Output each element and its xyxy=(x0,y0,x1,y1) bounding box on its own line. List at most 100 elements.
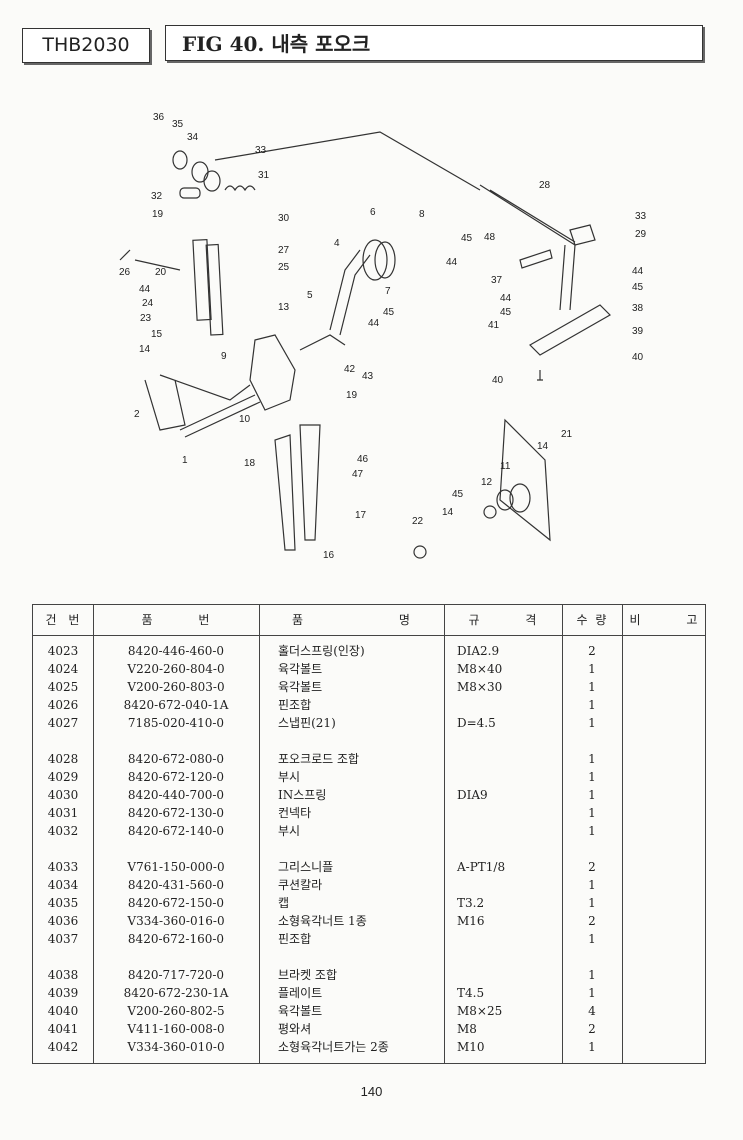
header-remarks: 비 고 xyxy=(629,613,699,627)
cell-spec: M8×40 xyxy=(457,662,503,676)
callout-number: 15 xyxy=(151,329,163,340)
cell-qty: 1 xyxy=(588,896,596,910)
callout-number: 9 xyxy=(221,351,227,362)
callout-number: 45 xyxy=(632,282,644,293)
cell-item-no: 4023 xyxy=(47,644,79,658)
cell-item-no: 4039 xyxy=(47,986,79,1000)
cell-spec: DIA2.9 xyxy=(457,644,500,658)
callout-number: 18 xyxy=(244,458,256,469)
cell-item-no: 4036 xyxy=(47,914,79,928)
callout-number: 44 xyxy=(368,318,380,329)
cell-part-no: 8420-672-230-1A xyxy=(123,986,229,1000)
cell-qty: 2 xyxy=(588,860,596,874)
cell-spec: T3.2 xyxy=(457,896,485,910)
callout-number: 35 xyxy=(172,119,184,130)
callout-number: 19 xyxy=(346,390,358,401)
callout-number: 8 xyxy=(419,209,425,220)
cell-qty: 1 xyxy=(588,806,596,820)
callout-number: 27 xyxy=(278,245,290,256)
cell-item-no: 4028 xyxy=(47,752,79,766)
cell-item-no: 4024 xyxy=(47,662,79,676)
cell-part-no: V334-360-010-0 xyxy=(127,1040,225,1054)
callout-number: 32 xyxy=(151,191,163,202)
cell-spec: D=4.5 xyxy=(457,716,496,730)
cell-part-no: 8420-672-040-1A xyxy=(123,698,229,712)
callout-number: 17 xyxy=(355,510,367,521)
cell-part-name: 부시 xyxy=(278,824,301,838)
callout-number: 34 xyxy=(187,132,199,143)
cell-part-name: 그리스니플 xyxy=(278,860,334,874)
cell-item-no: 4030 xyxy=(47,788,79,802)
callout-number: 33 xyxy=(635,211,647,222)
callout-number: 45 xyxy=(383,307,395,318)
cell-item-no: 4040 xyxy=(47,1004,79,1018)
callout-number: 4 xyxy=(334,238,340,249)
cell-part-name: 평와셔 xyxy=(278,1022,312,1036)
cell-qty: 1 xyxy=(588,788,596,802)
cell-part-name: 소형육각너트 1종 xyxy=(278,914,367,928)
cell-spec xyxy=(457,930,562,948)
cell-part-no: 8420-672-120-0 xyxy=(127,770,225,784)
figure-title: FIG 40. 내측 포오크 xyxy=(165,25,703,61)
cell-item-no: 4041 xyxy=(47,1022,79,1036)
cell-qty: 1 xyxy=(588,698,596,712)
cell-part-name: 육각볼트 xyxy=(278,1004,323,1018)
cell-item-no: 4037 xyxy=(47,932,79,946)
cell-item-no: 4038 xyxy=(47,968,79,982)
callout-number: 42 xyxy=(344,364,356,375)
cell-item-no: 4029 xyxy=(47,770,79,784)
cell-part-name: 핀조합 xyxy=(278,932,312,946)
callout-number: 12 xyxy=(481,477,493,488)
callout-number: 39 xyxy=(632,326,644,337)
cell-part-name: 컨넥타 xyxy=(278,806,312,820)
cell-part-name: 육각볼트 xyxy=(278,662,323,676)
cell-part-name: 부시 xyxy=(278,770,301,784)
cell-spec xyxy=(457,750,562,768)
callout-number: 13 xyxy=(278,302,290,313)
callout-number: 2 xyxy=(134,409,140,420)
cell-item-no: 4033 xyxy=(47,860,79,874)
cell-part-no: V200-260-803-0 xyxy=(127,680,225,694)
cell-part-no: 8420-672-150-0 xyxy=(127,896,225,910)
callout-number: 41 xyxy=(488,320,500,331)
cell-item-no: 4034 xyxy=(47,878,79,892)
cell-qty: 1 xyxy=(588,824,596,838)
callout-number: 43 xyxy=(362,371,374,382)
cell-spec: M8×30 xyxy=(457,680,503,694)
cell-qty: 1 xyxy=(588,770,596,784)
cell-spec xyxy=(457,876,562,894)
cell-qty: 4 xyxy=(588,1004,596,1018)
cell-spec xyxy=(457,768,562,786)
header-spec: 규 격 xyxy=(468,613,538,627)
cell-part-name: 플레이트 xyxy=(278,986,323,1000)
callout-number: 11 xyxy=(500,461,511,472)
callout-number: 45 xyxy=(452,489,464,500)
cell-part-no: 7185-020-410-0 xyxy=(127,716,225,730)
callout-number: 28 xyxy=(539,180,551,191)
cell-part-no: 8420-431-560-0 xyxy=(127,878,225,892)
cell-part-no: 8420-440-700-0 xyxy=(127,788,225,802)
callout-number: 45 xyxy=(500,307,512,318)
cell-qty: 1 xyxy=(588,986,596,1000)
callout-number: 14 xyxy=(537,441,549,452)
header-item-no: 건 번 xyxy=(45,613,81,627)
cell-item-no: 4027 xyxy=(47,716,79,730)
cell-qty: 1 xyxy=(588,1040,596,1054)
cell-item-no: 4025 xyxy=(47,680,79,694)
callout-number: 7 xyxy=(385,286,391,297)
cell-part-name: 육각볼트 xyxy=(278,680,323,694)
cell-qty: 1 xyxy=(588,932,596,946)
cell-qty: 1 xyxy=(588,752,596,766)
callout-number: 45 xyxy=(461,233,473,244)
cell-spec: M8 xyxy=(457,1022,477,1036)
cell-part-name: 소형육각너트가는 2종 xyxy=(278,1040,389,1054)
callout-number: 38 xyxy=(632,303,644,314)
cell-qty: 2 xyxy=(588,1022,596,1036)
cell-spec xyxy=(457,822,562,840)
parts-drawing xyxy=(119,131,611,559)
cell-item-no: 4026 xyxy=(47,698,79,712)
cell-part-name: 핀조합 xyxy=(278,698,312,712)
callout-number: 5 xyxy=(307,290,313,301)
callout-number: 48 xyxy=(484,232,496,243)
